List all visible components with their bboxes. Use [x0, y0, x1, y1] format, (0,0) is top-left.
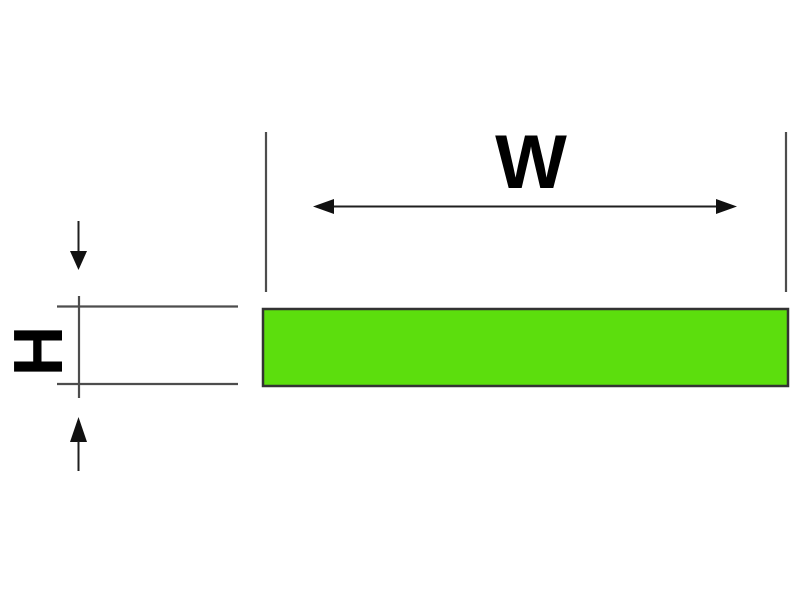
width-arrowhead-left-icon: [313, 199, 334, 214]
width-arrowhead-right-icon: [716, 199, 737, 214]
height-arrowhead-up-icon: [70, 417, 87, 442]
profile-bar: [261, 307, 790, 388]
height-label: H: [0, 326, 77, 377]
height-arrowhead-down-icon: [70, 251, 87, 270]
width-label: W: [495, 120, 567, 205]
